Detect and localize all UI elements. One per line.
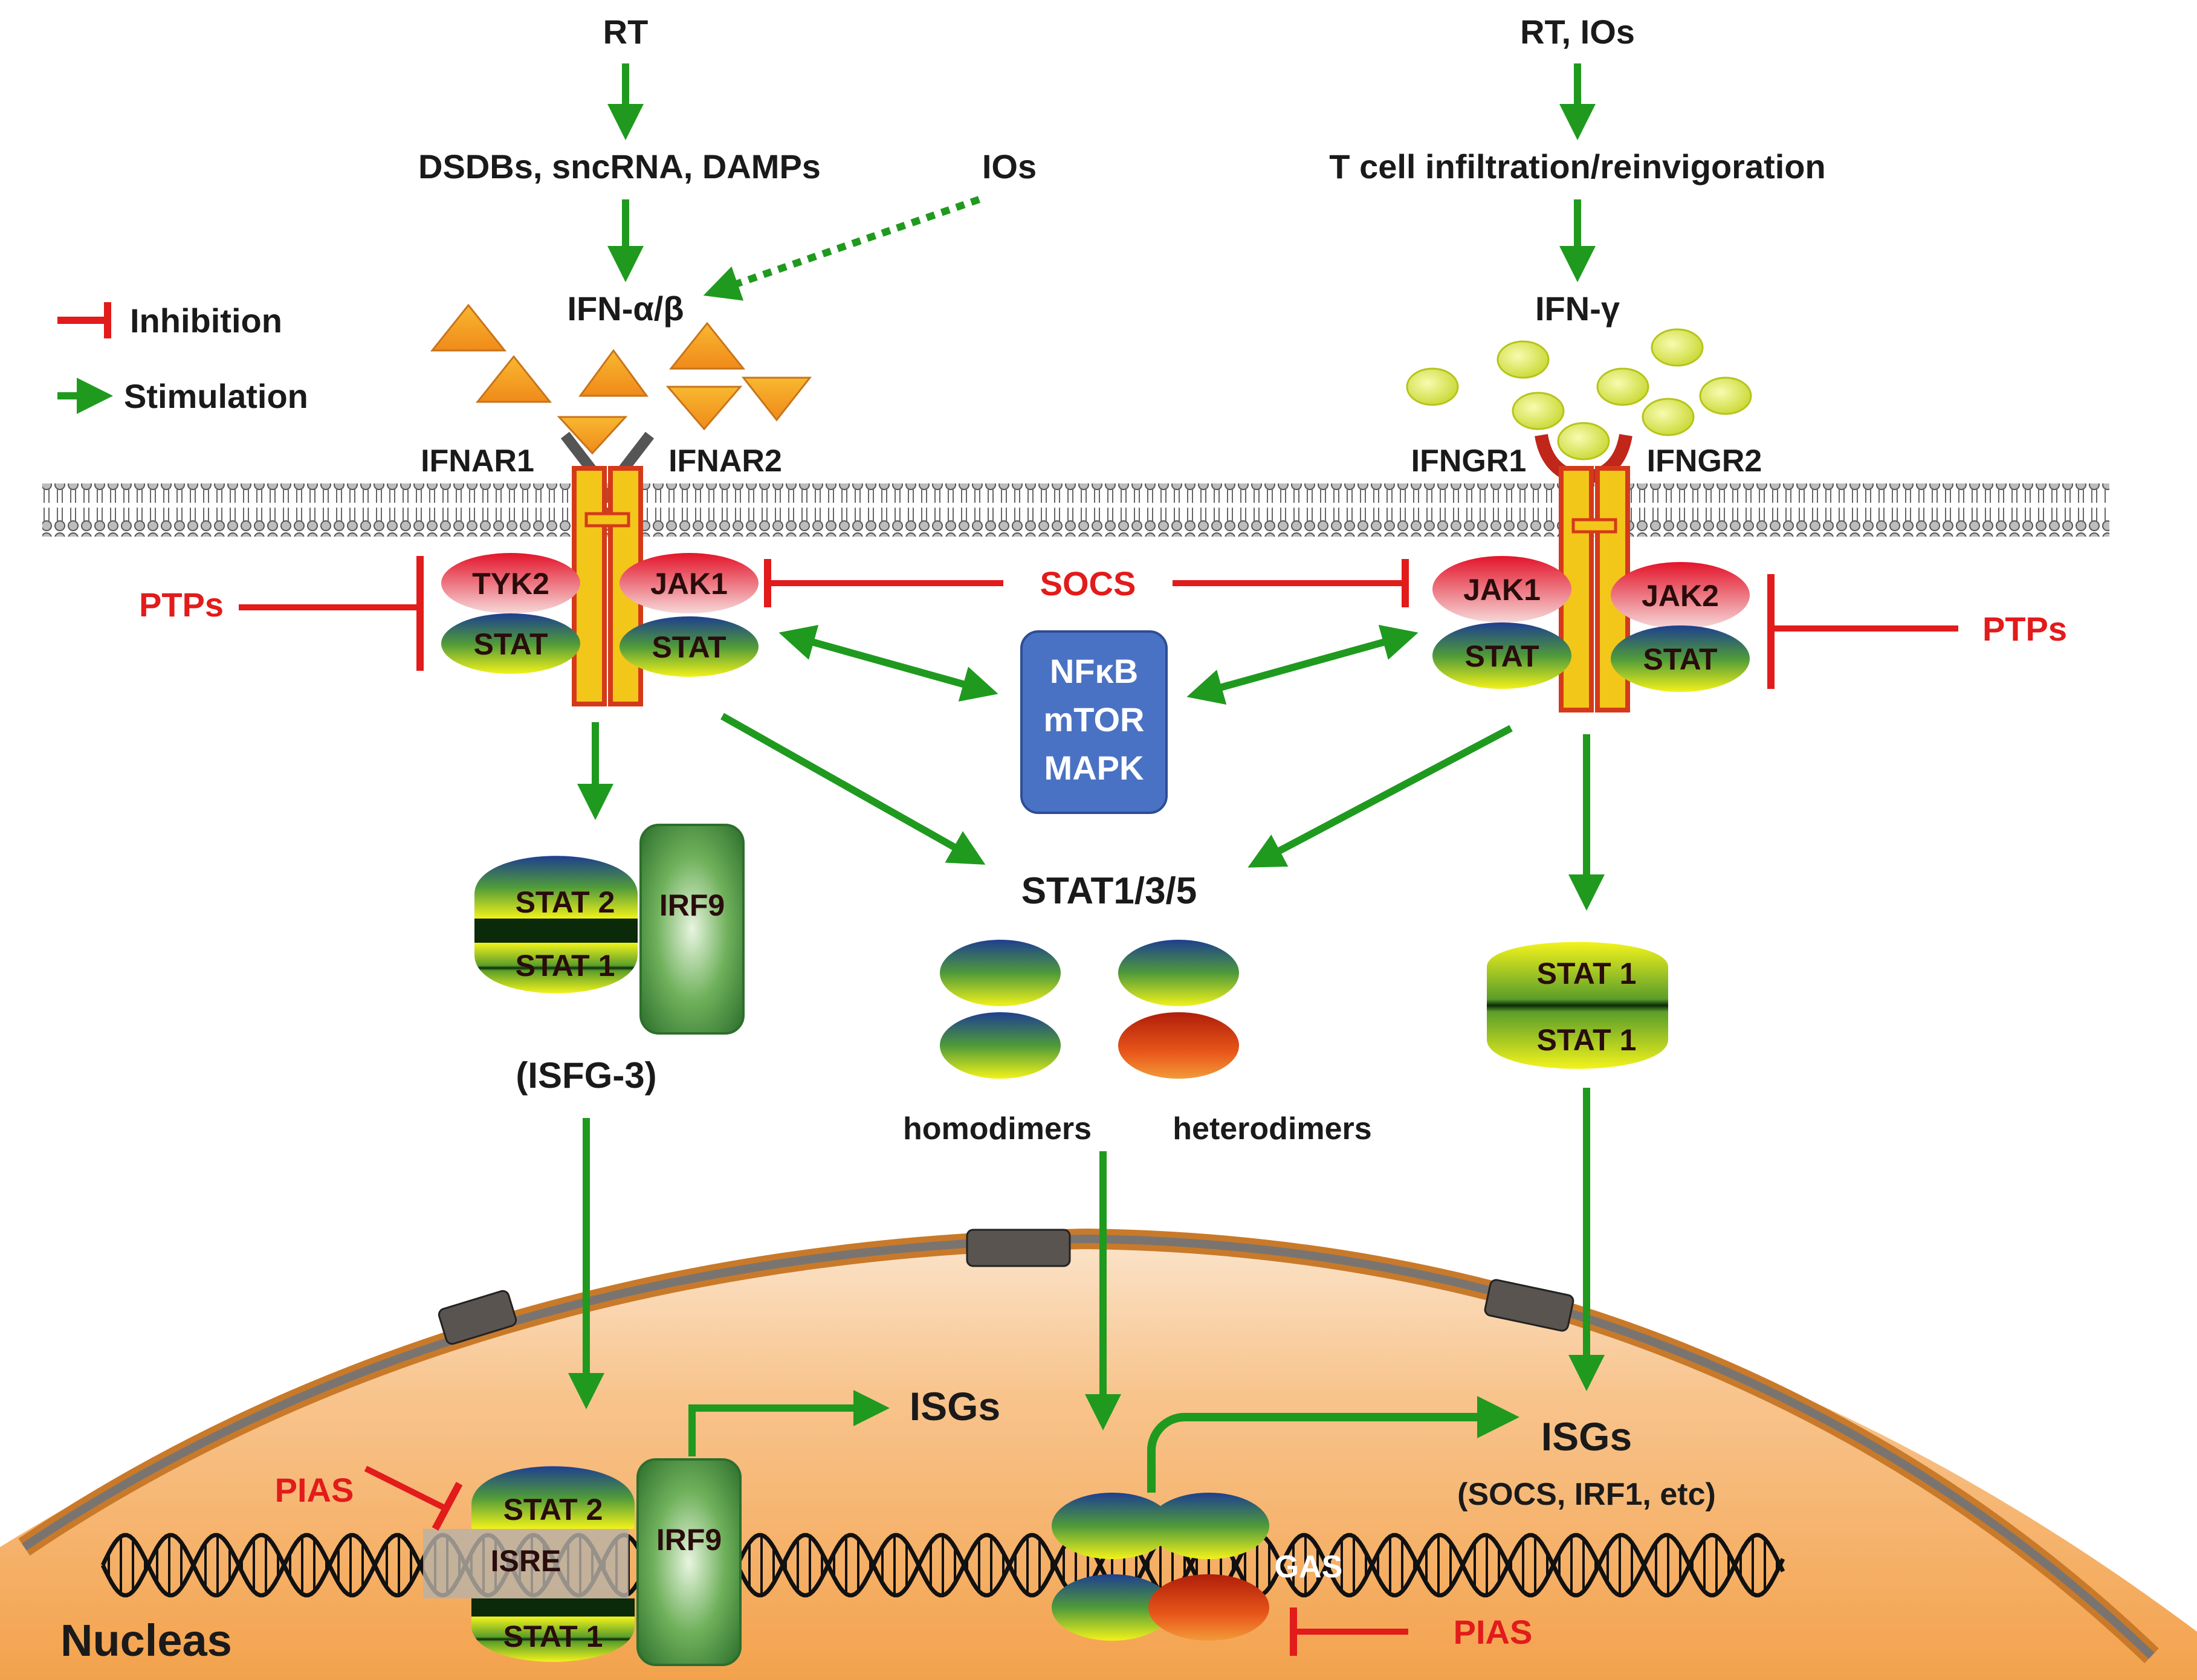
ios-label: IOs — [982, 147, 1037, 186]
isgf3-stat2 — [474, 856, 638, 919]
ifnar1-label: IFNAR1 — [421, 444, 534, 479]
nuclear-pores — [438, 1229, 1574, 1345]
ptps-right-label: PTPs — [1982, 610, 2067, 648]
jak1-left-kinase — [620, 553, 759, 613]
heterodimer-bottom — [1118, 1012, 1239, 1079]
jak1-left-label: JAK1 — [650, 567, 728, 601]
stat1-dimer-top-label: STAT 1 — [1537, 957, 1637, 990]
jak1-right-kinase — [1432, 556, 1571, 622]
box-mapk-label: MAPK — [1044, 749, 1144, 787]
signaling-box — [1020, 630, 1168, 814]
nuc-irf9 — [636, 1458, 742, 1666]
gas-dimer-bl — [1052, 1574, 1173, 1641]
arrow-left-to-stat135 — [720, 712, 986, 865]
isre-label: ISRE — [491, 1544, 561, 1578]
isgf3-stat1-label: STAT 1 — [516, 949, 615, 983]
left-trigger-label: RT — [603, 13, 649, 51]
nuc-stat1-label: STAT 1 — [503, 1620, 603, 1653]
isgs-right-label: ISGs — [1541, 1414, 1632, 1459]
dna-strand — [100, 1533, 1785, 1598]
left-stat-a-label: STAT — [473, 627, 548, 661]
isre-box — [423, 1529, 629, 1598]
ifn-gamma-ligands — [1406, 328, 1752, 460]
pias-right-label: PIAS — [1454, 1613, 1533, 1651]
cell-membrane — [42, 483, 2109, 537]
isgf3-name-label: (ISFG-3) — [516, 1055, 656, 1096]
ifn-gamma-label: IFN-γ — [1535, 289, 1620, 328]
gas-dimer-br — [1148, 1574, 1269, 1641]
ifnar2-label: IFNAR2 — [668, 444, 782, 479]
nucleus-label: Nucleas — [60, 1615, 232, 1665]
tcell-label: T cell infiltration/reinvigoration — [1329, 147, 1825, 186]
isgf3-stat1 — [474, 943, 638, 993]
homodimer-top — [940, 940, 1061, 1006]
isgf3-stat2-label: STAT 2 — [516, 885, 615, 919]
isgs-right-note: (SOCS, IRF1, etc) — [1457, 1477, 1716, 1512]
heterodimers-label: heterodimers — [1173, 1111, 1371, 1146]
isgs-left-label: ISGs — [910, 1384, 1000, 1429]
legend-stimulation-label: Stimulation — [124, 377, 308, 415]
gas-dimer-tr — [1148, 1493, 1269, 1559]
left-stat-b — [620, 616, 759, 677]
nuc-stat2-label: STAT 2 — [503, 1493, 603, 1527]
stat1-dimer — [1487, 942, 1668, 1069]
nuc-irf9-label: IRF9 — [656, 1523, 722, 1557]
damage-signals-label: DSDBs, sncRNA, DAMPs — [418, 147, 821, 186]
left-stat-b-label: STAT — [652, 630, 726, 664]
tyk2-label: TYK2 — [472, 567, 549, 601]
stat1-dimer-bottom-label: STAT 1 — [1537, 1023, 1637, 1057]
ptps-left-label: PTPs — [139, 586, 224, 624]
gas-label: GAS — [1275, 1549, 1343, 1585]
box-nfkb-label: NFκB — [1050, 652, 1138, 690]
ifn-alpha-beta-label: IFN-α/β — [567, 289, 684, 328]
pias-left-label: PIAS — [275, 1471, 354, 1509]
arrow-irf9-to-isgs — [688, 1390, 890, 1456]
nuclear-envelope-inner — [22, 1234, 2155, 1659]
tyk2-kinase — [441, 553, 580, 613]
jak2-kinase — [1611, 562, 1750, 628]
pias-left-inhibition — [364, 1465, 446, 1511]
homodimer-bottom — [940, 1012, 1061, 1079]
right-stat-b-label: STAT — [1643, 642, 1717, 676]
legend: Inhibition Stimulation — [57, 302, 308, 415]
right-trigger-label: RT, IOs — [1520, 13, 1635, 51]
jak1-right-label: JAK1 — [1463, 573, 1541, 607]
stat135-label: STAT1/3/5 — [1021, 870, 1197, 912]
box-mtor-label: mTOR — [1044, 700, 1145, 738]
dotted-arrow-ios-to-ifn — [703, 196, 980, 301]
ifn-alpha-beta-ligands — [430, 303, 812, 455]
arrow-right-stat-to-box — [1186, 624, 1419, 705]
right-stat-a — [1432, 622, 1571, 689]
gas-dimer-tl — [1052, 1493, 1173, 1559]
left-stat-a — [441, 613, 580, 674]
ifngr1-label: IFNGR1 — [1411, 444, 1527, 479]
arrow-right-to-stat135 — [1247, 725, 1513, 868]
ifngr2-label: IFNGR2 — [1647, 444, 1762, 479]
nuc-stat1 — [471, 1617, 635, 1662]
jak2-label: JAK2 — [1642, 579, 1719, 613]
arrow-gas-to-isgs — [1147, 1396, 1519, 1493]
socs-label: SOCS — [1040, 564, 1136, 603]
right-stat-b — [1611, 625, 1750, 692]
isgf3-irf9 — [639, 824, 745, 1035]
heterodimer-top — [1118, 940, 1239, 1006]
right-stat-a-label: STAT — [1464, 639, 1539, 673]
nuc-stat2 — [471, 1466, 635, 1529]
homodimers-label: homodimers — [903, 1111, 1092, 1146]
arrow-left-stat-to-box — [778, 625, 998, 702]
isgf3-irf9-label: IRF9 — [659, 888, 725, 922]
legend-inhibition-label: Inhibition — [130, 302, 282, 340]
